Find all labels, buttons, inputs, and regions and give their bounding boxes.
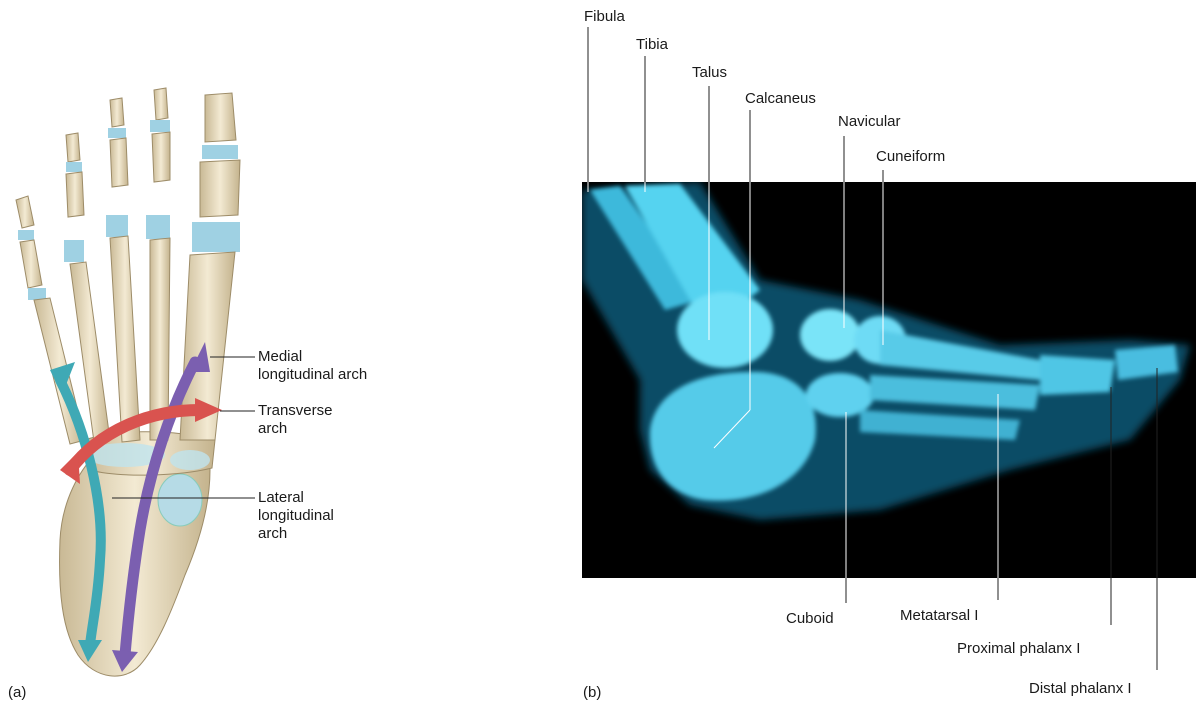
label-navicular: Navicular (838, 113, 901, 131)
label-talus: Talus (692, 64, 727, 82)
label-proximal-phalanx: Proximal phalanx I (957, 640, 1080, 658)
caption-b: (b) (583, 684, 601, 702)
label-fibula: Fibula (584, 8, 625, 26)
label-tibia: Tibia (636, 36, 668, 54)
label-cuboid: Cuboid (786, 610, 834, 628)
label-metatarsal: Metatarsal I (900, 607, 978, 625)
label-calcaneus: Calcaneus (745, 90, 816, 108)
label-distal-phalanx: Distal phalanx I (1029, 680, 1132, 698)
label-cuneiform: Cuneiform (876, 148, 945, 166)
